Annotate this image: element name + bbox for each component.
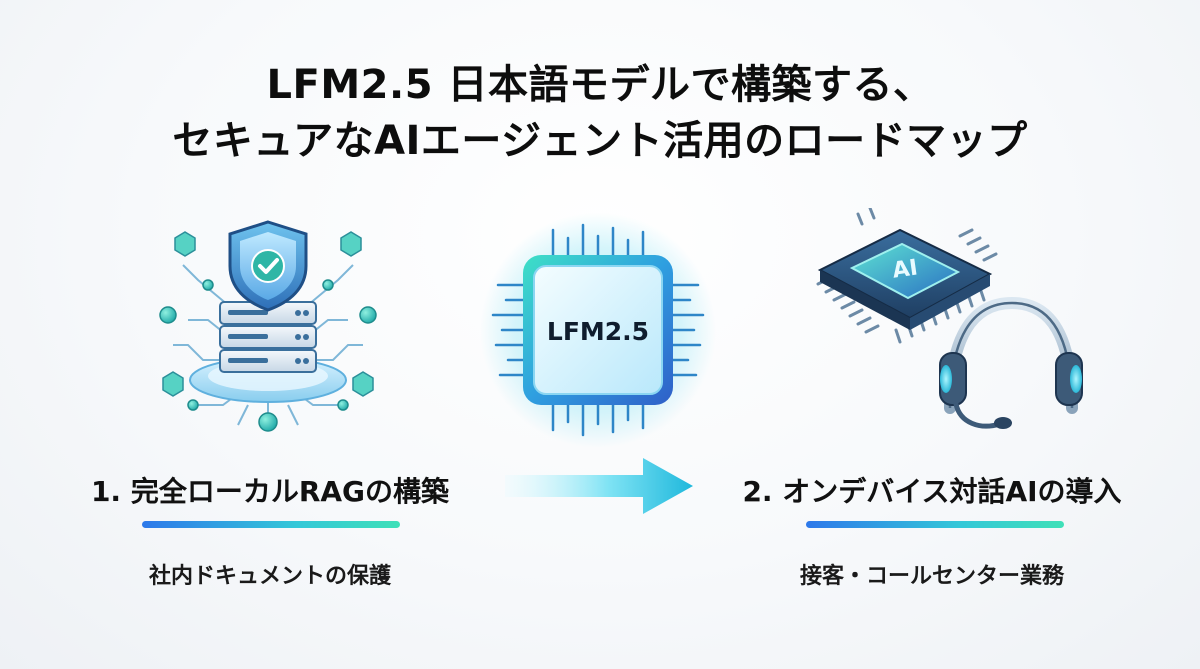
chip-label: LFM2.5 xyxy=(547,317,649,346)
step-1-underline xyxy=(142,521,400,528)
right-arrow-icon xyxy=(505,458,693,514)
step-2-title: 2. オンデバイス対話AIの導入 xyxy=(742,475,1122,508)
ai-chip-headset-icon: AI xyxy=(816,208,1083,429)
step-1-title: 1. 完全ローカルRAGの構築 xyxy=(90,475,450,508)
shield-server-network-icon xyxy=(159,220,377,432)
step-2-underline xyxy=(806,521,1064,528)
page-title-line-1: LFM2.5 日本語モデルで構築する、 xyxy=(266,62,934,108)
page-title-line-2: セキュアなAIエージェント活用のロードマップ xyxy=(172,118,1028,164)
step-2-description: 接客・コールセンター業務 xyxy=(799,564,1064,589)
step-1-description: 社内ドキュメントの保護 xyxy=(148,564,391,589)
lfm-chip-icon: LFM2.5 xyxy=(480,212,716,448)
ai-chip-label: AI xyxy=(891,255,919,283)
